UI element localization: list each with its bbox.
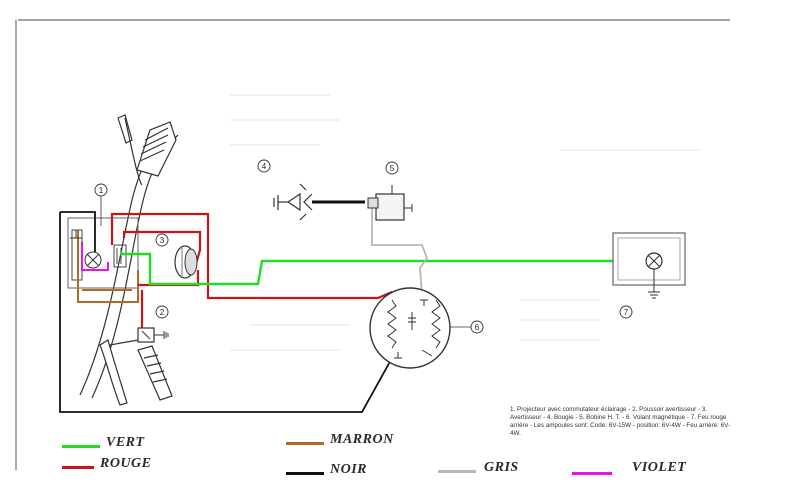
magneto-component — [369, 287, 451, 369]
legend-line-marron — [286, 442, 324, 445]
callout-6-text: 6 — [475, 323, 480, 332]
wire-rouge — [110, 212, 393, 328]
wire-noir-top — [60, 211, 96, 252]
callout-3-text: 3 — [160, 236, 165, 245]
legend-line-rouge — [62, 466, 94, 469]
tail-light-component — [612, 232, 686, 299]
legend-line-violet — [572, 472, 612, 475]
diagram-caption: 1. Projecteur avec commutateur éclairage… — [510, 406, 731, 438]
spark-plug-component — [273, 183, 365, 221]
legend-label-violet: VIOLET — [632, 460, 687, 475]
horn-button-component — [137, 327, 169, 343]
legend-label-rouge: ROUGE — [100, 456, 152, 471]
wire-noir-loop — [59, 212, 393, 413]
callout-1-text: 1 — [99, 186, 104, 195]
legend-label-gris: GRIS — [484, 460, 519, 475]
horn-component — [174, 245, 198, 279]
legend-line-gris — [438, 470, 476, 473]
legend-label-vert: VERT — [106, 435, 145, 450]
background-texture — [230, 94, 700, 351]
callout-2-text: 2 — [160, 308, 165, 317]
callout-5-text: 5 — [390, 164, 395, 173]
callout-5 — [385, 161, 399, 175]
ht-coil-component — [367, 185, 413, 221]
legend-label-noir: NOIR — [330, 462, 368, 477]
ground-symbol-switch — [70, 230, 82, 239]
callout-7-text: 7 — [624, 308, 629, 317]
callout-4 — [257, 159, 271, 173]
legend-line-vert — [62, 445, 100, 448]
wire-gris — [371, 204, 429, 296]
callout-3 — [155, 233, 169, 247]
wire-vert — [120, 252, 650, 286]
callout-2 — [155, 305, 169, 319]
callout-7 — [619, 305, 633, 319]
wire-noir — [59, 211, 393, 413]
legend-label-marron: MARRON — [330, 432, 394, 447]
number-callouts: 1 2 3 4 5 6 7 — [94, 159, 633, 334]
callout-4-text: 4 — [262, 162, 267, 171]
legend-line-noir — [286, 472, 324, 475]
wire-violet — [81, 242, 109, 271]
